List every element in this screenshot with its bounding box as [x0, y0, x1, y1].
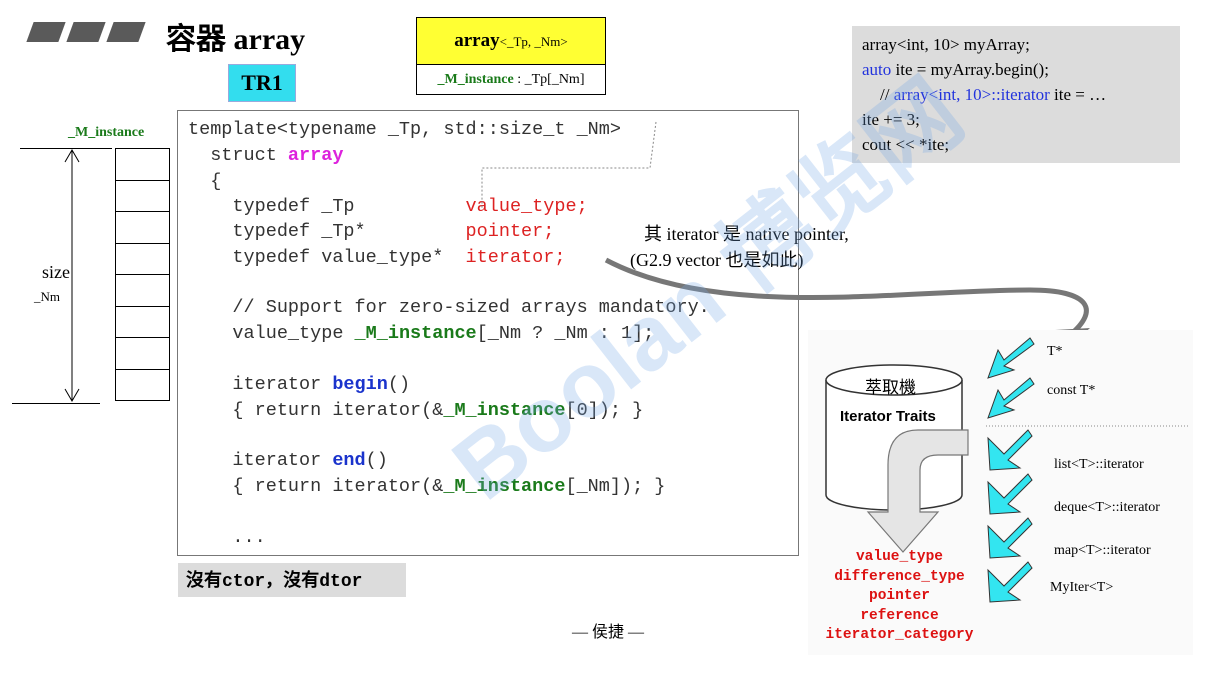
code-line-1: template<typename _Tp, std::size_t _Nm> — [188, 119, 621, 140]
author-credit: — 侯捷 — — [572, 624, 645, 641]
input-myiter: MyIter<T> — [1050, 580, 1114, 595]
no-ctor-dtor-note: 沒有ctor，沒有dtor — [178, 563, 406, 597]
class-name: array<_Tp, _Nm> — [417, 18, 605, 65]
page-title: 容器 array — [166, 23, 306, 56]
note-native-pointer: 其 iterator 是 native pointer, — [644, 224, 849, 244]
member-label: _M_instance — [68, 125, 145, 140]
input-map-iterator: map<T>::iterator — [1054, 543, 1151, 558]
code-line-6: typedef value_type* iterator; — [188, 247, 566, 268]
dotted-connector — [481, 121, 657, 208]
bottom-dimension-line — [12, 403, 100, 404]
code-line-2: struct array — [188, 145, 344, 166]
traits-outputs: value_type difference_type pointer refer… — [812, 548, 987, 646]
input-t-ptr: T* — [1047, 344, 1063, 359]
code-line-3: { — [188, 171, 222, 192]
usage-line-1: array<int, 10> myArray; — [862, 35, 1030, 54]
code-line-13: ... — [188, 527, 266, 548]
extractor-label: 萃取機 — [865, 378, 916, 397]
source-code-box: template<typename _Tp, std::size_t _Nm> … — [177, 110, 799, 556]
usage-code-box: array<int, 10> myArray; auto ite = myArr… — [852, 26, 1180, 163]
usage-line-3: // array<int, 10>::iterator ite = … — [880, 85, 1107, 104]
size-label: size — [42, 262, 70, 282]
output-pointer: pointer — [869, 588, 930, 604]
input-const-t-ptr: const T* — [1047, 383, 1096, 398]
class-member: _M_instance : _Tp[_Nm] — [437, 72, 585, 87]
output-value-type: value_type — [855, 549, 943, 565]
tr1-badge: TR1 — [228, 64, 296, 102]
traits-diagram — [825, 337, 1190, 603]
size-arrow — [64, 149, 80, 402]
header-decoration — [26, 22, 146, 44]
input-deque-iterator: deque<T>::iterator — [1054, 500, 1160, 515]
usage-line-5: cout << *ite; — [862, 135, 950, 154]
top-dimension-line — [20, 148, 112, 149]
input-list-iterator: list<T>::iterator — [1054, 457, 1144, 472]
output-difference-type: difference_type — [834, 568, 965, 585]
class-diagram-box: array<_Tp, _Nm> _M_instance : _Tp[_Nm] — [416, 17, 606, 95]
code-line-7: // Support for zero-sized arrays mandato… — [188, 297, 710, 318]
iterator-traits-label: Iterator Traits — [840, 408, 936, 425]
code-line-8: value_type _M_instance[_Nm ? _Nm : 1]; — [188, 323, 655, 344]
note-g29-vector: (G2.9 vector 也是如此) — [630, 250, 804, 270]
code-line-5: typedef _Tp* pointer; — [188, 221, 555, 242]
array-cells — [115, 148, 170, 401]
code-line-10: { return iterator(&_M_instance[0]); } — [188, 400, 644, 421]
usage-line-4: ite += 3; — [862, 110, 920, 129]
code-line-12: { return iterator(&_M_instance[_Nm]); } — [188, 476, 666, 497]
output-iterator-category: iterator_category — [825, 627, 974, 643]
code-line-9: iterator begin() — [188, 374, 411, 395]
nm-label: _Nm — [34, 289, 60, 304]
output-reference: reference — [860, 607, 939, 624]
code-line-11: iterator end() — [188, 450, 388, 471]
code-line-4: typedef _Tp value_type; — [188, 196, 588, 217]
usage-line-2: auto ite = myArray.begin(); — [862, 60, 1049, 79]
